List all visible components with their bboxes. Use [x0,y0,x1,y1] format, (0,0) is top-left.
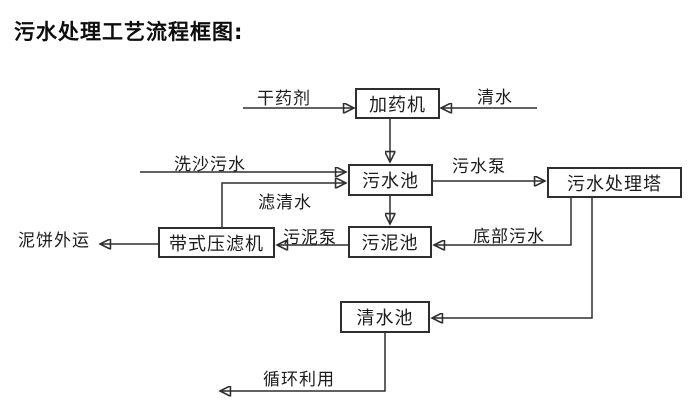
box-clean-water-pool: 清水池 [340,301,430,333]
label-filtered-water: 滤清水 [258,193,312,213]
box-sludge-pool: 污泥池 [348,226,432,258]
label-clean-water: 清水 [477,88,513,108]
box-sewage-pool-label: 污水池 [362,171,419,192]
box-treatment-tower-label: 污水处理塔 [567,173,662,195]
arrow-tower-to-clean-water-pool [433,198,593,318]
box-belt-filter-press: 带式压滤机 [158,227,275,258]
label-sewage-pump: 污水泵 [452,157,506,177]
label-bottom-sewage: 底部污水 [473,227,545,247]
label-sand-washing-sewage: 洗沙污水 [174,155,246,175]
box-sewage-pool: 污水池 [348,164,433,196]
label-mud-cake-out: 泥饼外运 [18,231,90,251]
box-clean-water-pool-label: 清水池 [356,308,414,329]
box-belt-filter-press-label: 带式压滤机 [169,233,264,255]
label-recycling: 循环利用 [263,370,335,390]
box-dosing-machine: 加药机 [355,88,440,119]
arrow-bottom-sewage-tower-to-sludge-pool [435,198,572,245]
label-sludge-pump: 污泥泵 [283,228,337,248]
box-treatment-tower: 污水处理塔 [547,167,682,198]
arrow-filtered-water-press-to-sewage-pool [221,183,345,227]
arrow-recycling-out [221,333,386,391]
box-sludge-pool-label: 污泥池 [361,233,419,254]
diagram-title: 污水处理工艺流程框图: [14,20,244,44]
label-dry-chemical: 干药剂 [257,89,311,109]
box-dosing-machine-label: 加药机 [369,94,426,116]
